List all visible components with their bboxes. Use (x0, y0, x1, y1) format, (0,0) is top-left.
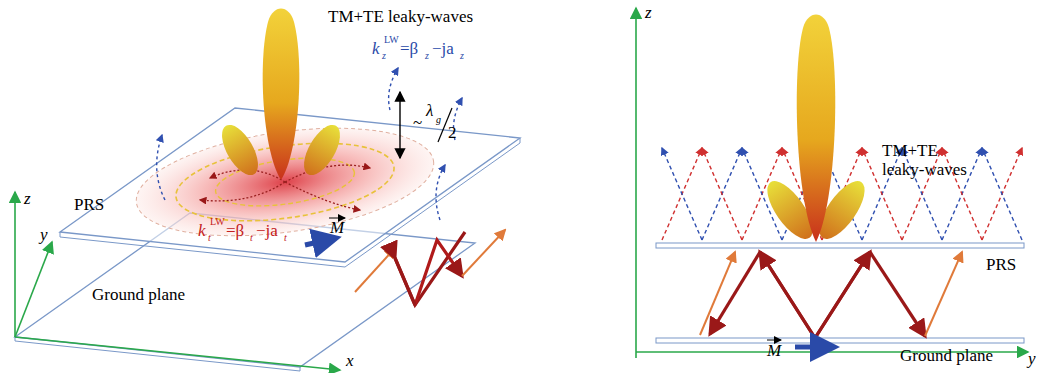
superscript: LW (210, 216, 225, 227)
subscript: t (250, 232, 253, 243)
wavenumber: k (198, 222, 206, 241)
beam-label: TM+TE leaky-waves (882, 142, 978, 179)
dimension: λ (426, 102, 433, 121)
dimension: ~ (413, 114, 422, 133)
subscript: z (460, 50, 464, 61)
beam-label: TM+TE leaky-waves (328, 8, 473, 27)
part-label: PRS (74, 196, 104, 215)
wavenumber: k (372, 40, 380, 59)
wavenumber: −ja (432, 40, 454, 59)
leaky-ray (702, 148, 742, 240)
leaky-ray (982, 148, 1022, 240)
part-label: Ground plane (92, 286, 185, 305)
leaky-ray (662, 148, 702, 240)
wavenumber: −ja (256, 222, 278, 241)
axis-label: y (1028, 350, 1036, 369)
wavenumber: =β (400, 40, 418, 59)
part-label: PRS (986, 256, 1016, 275)
subscript: z (425, 50, 429, 61)
dimension: 2 (448, 124, 457, 143)
vector-label: M (330, 219, 344, 238)
leaky-ray (662, 148, 702, 240)
superscript: LW (384, 34, 399, 45)
subscript: g (436, 114, 441, 125)
axis-label: z (24, 190, 31, 209)
part-label: Ground plane (900, 347, 993, 366)
axis-label: y (40, 226, 48, 245)
wavenumber: =β (226, 222, 244, 241)
subscript: z (382, 50, 386, 61)
leaky-ray (702, 148, 742, 240)
axis-label: z (645, 4, 652, 23)
axis-label: x (346, 352, 354, 371)
leaky-ray (982, 148, 1022, 240)
subscript: t (284, 232, 287, 243)
vector-label: M (767, 342, 781, 361)
subscript: t (208, 232, 211, 243)
